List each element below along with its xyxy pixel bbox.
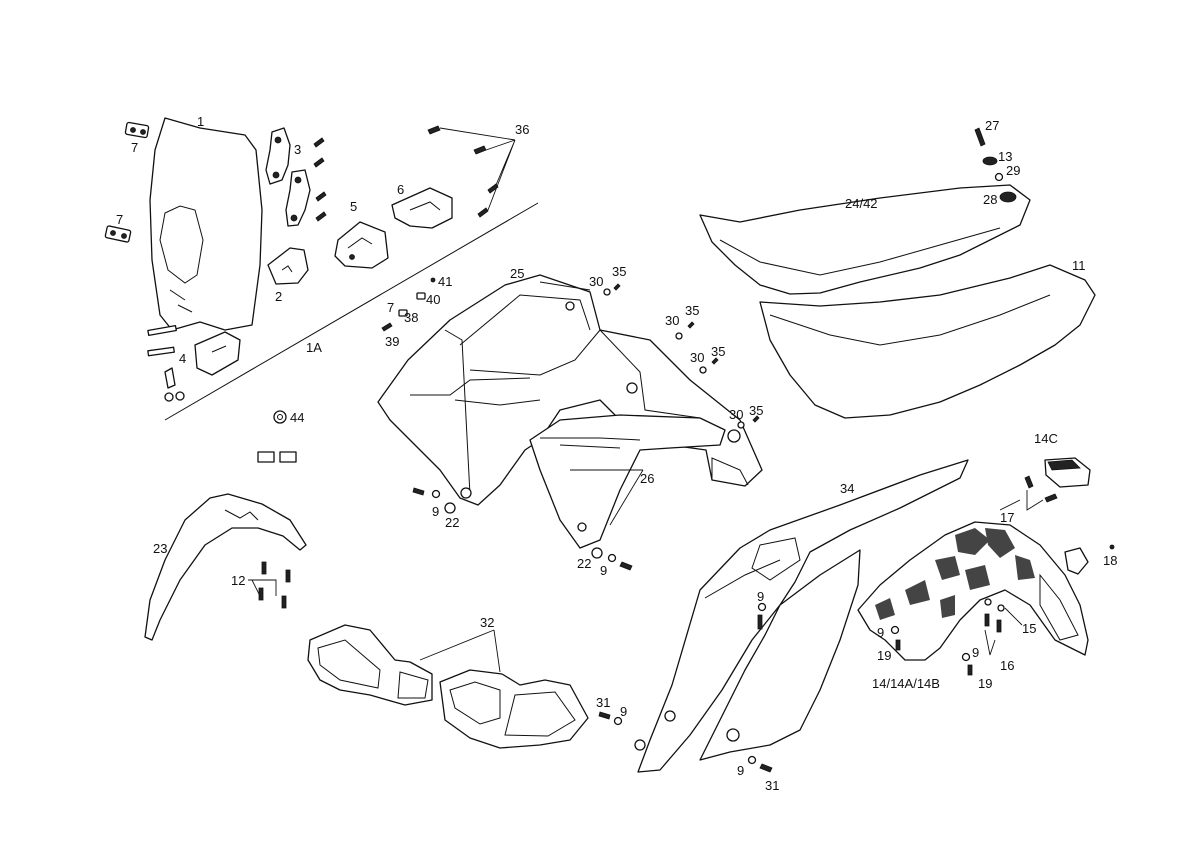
part-7-clip-lower (104, 225, 132, 243)
callout-labels: 1 7 7 3 2 4 5 6 36 41 40 7 38 39 1A 44 2… (116, 114, 1117, 793)
label-32: 32 (480, 615, 494, 630)
part-18-clip (1064, 544, 1115, 575)
label-31b: 31 (765, 778, 779, 793)
label-31a: 31 (596, 695, 610, 710)
label-16: 16 (1000, 658, 1014, 673)
label-39: 39 (385, 334, 399, 349)
hardware-9-31-panel (598, 602, 773, 773)
part-7-clip-upper (124, 121, 150, 139)
part-3-brackets (265, 127, 311, 227)
label-36: 36 (515, 122, 529, 137)
decals (257, 451, 297, 463)
label-7b: 7 (116, 212, 123, 227)
label-22a: 22 (445, 515, 459, 530)
label-3: 3 (294, 142, 301, 157)
leader-lines (419, 281, 1023, 673)
label-9b: 9 (600, 563, 607, 578)
label-35d: 35 (749, 403, 763, 418)
label-35a: 35 (612, 264, 626, 279)
label-19a: 19 (877, 648, 891, 663)
part-44-grommet (273, 410, 287, 424)
label-2: 2 (275, 289, 282, 304)
label-35b: 35 (685, 303, 699, 318)
label-4: 4 (179, 351, 186, 366)
label-9e: 9 (737, 763, 744, 778)
part-5-bracket (334, 221, 389, 269)
label-14: 14/14A/14B (872, 676, 940, 691)
part-26-shroud-panel (529, 414, 741, 549)
label-9d: 9 (757, 589, 764, 604)
label-17: 17 (1000, 510, 1014, 525)
label-19b: 19 (978, 676, 992, 691)
part-1-number-plate (149, 117, 263, 331)
part-32-scoop-left (307, 624, 433, 706)
label-35c: 35 (711, 344, 725, 359)
label-30a: 30 (589, 274, 603, 289)
label-26: 26 (640, 471, 654, 486)
label-5: 5 (350, 199, 357, 214)
hardware-9-22-left (412, 487, 456, 514)
label-13: 13 (998, 149, 1012, 164)
part-34-side-panel-top (634, 459, 969, 773)
label-41: 41 (438, 274, 452, 289)
part-14c-light (1044, 457, 1091, 488)
label-1: 1 (197, 114, 204, 129)
label-30c: 30 (690, 350, 704, 365)
label-18: 18 (1103, 553, 1117, 568)
label-44: 44 (290, 410, 304, 425)
part-11-seat-base (759, 264, 1096, 419)
part-34-side-panel-bottom (699, 549, 861, 761)
part-17-bolts (1024, 475, 1058, 511)
hardware-30-35 (603, 283, 760, 429)
part-6-clamp (391, 187, 453, 229)
part-2-bracket (267, 247, 309, 285)
label-27: 27 (985, 118, 999, 133)
label-1a: 1A (306, 340, 322, 355)
label-7a: 7 (131, 140, 138, 155)
label-25: 25 (510, 266, 524, 281)
label-30d: 30 (729, 407, 743, 422)
label-14c: 14C (1034, 431, 1058, 446)
label-7c: 7 (387, 300, 394, 315)
part-14-rear-fender (857, 521, 1089, 661)
part-4-mount (147, 324, 241, 402)
part-32-scoop-right (439, 669, 589, 749)
label-38: 38 (404, 310, 418, 325)
label-30b: 30 (665, 313, 679, 328)
part-24-42-seat (699, 184, 1031, 295)
label-9c: 9 (620, 704, 627, 719)
small-hardware-38-41 (381, 277, 436, 332)
part-23-front-fender (144, 493, 307, 641)
label-15: 15 (1022, 621, 1036, 636)
part-12-bolts (248, 561, 291, 609)
kit-separator-line (164, 202, 539, 421)
label-9a: 9 (432, 504, 439, 519)
label-9g: 9 (972, 645, 979, 660)
part-3-bolts (313, 137, 327, 222)
part-25-shroud-frame (377, 274, 763, 506)
label-6: 6 (397, 182, 404, 197)
label-29: 29 (1006, 163, 1020, 178)
label-23: 23 (153, 541, 167, 556)
part-36-bolts (427, 125, 516, 218)
label-22b: 22 (577, 556, 591, 571)
label-34: 34 (840, 481, 854, 496)
seat-hardware (974, 127, 1017, 203)
label-24-42: 24/42 (845, 196, 878, 211)
label-9f: 9 (877, 625, 884, 640)
label-11: 11 (1072, 258, 1086, 273)
hardware-14-group (890, 598, 1005, 676)
label-40: 40 (426, 292, 440, 307)
hardware-9-22-right (591, 547, 633, 571)
label-28: 28 (983, 192, 997, 207)
label-12: 12 (231, 573, 245, 588)
